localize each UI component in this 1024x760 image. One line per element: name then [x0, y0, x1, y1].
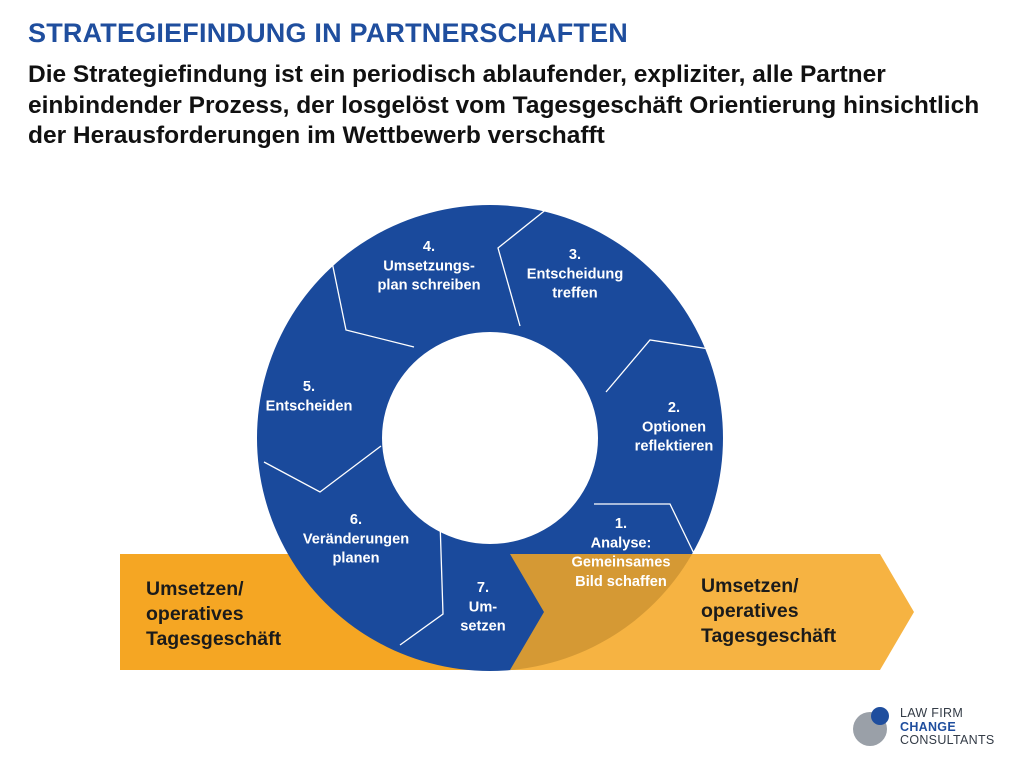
cycle-step-4-line: plan schreiben [378, 278, 481, 294]
cycle-step-3-line: 3. [569, 247, 581, 263]
cycle-step-2-label: 2. Optionen reflektieren [635, 400, 714, 455]
logo-line-2: CHANGE [900, 719, 956, 734]
logo-line-1: LAW FIRM [900, 706, 964, 720]
operations-right-line: Umsetzen/ [701, 575, 799, 597]
separator-5-6 [263, 445, 382, 493]
cycle-separators [263, 207, 717, 646]
cycle-step-2-line: Optionen [642, 419, 706, 435]
cycle-step-7-line: setzen [460, 619, 506, 635]
cycle-step-4-line: Umsetzungs- [383, 258, 475, 274]
operations-left-line: Tagesgeschäft [146, 628, 282, 650]
slide-subtitle: Die Strategiefindung ist ein periodisch … [28, 61, 980, 149]
cycle-step-1-line: Bild schaffen [575, 574, 667, 590]
separator-6-7 [399, 520, 444, 646]
logo-blue-circle-icon [871, 707, 889, 725]
cycle-step-4-line: 4. [423, 239, 435, 255]
cycle-step-7-line: 7. [477, 580, 489, 596]
slide-title: STRATEGIEFINDUNG IN PARTNERSCHAFTEN [28, 18, 628, 48]
cycle-step-5-line: Entscheiden [266, 398, 353, 414]
logo-line-3: CONSULTANTS [900, 733, 995, 747]
operations-right-line: operatives [701, 600, 799, 622]
cycle-step-6-line: planen [332, 551, 379, 567]
cycle-step-5-label: 5. Entscheiden [266, 379, 353, 414]
cycle-step-3-line: treffen [552, 286, 597, 302]
cycle-step-6-line: 6. [350, 512, 362, 528]
operations-left-line: operatives [146, 603, 244, 625]
cycle-step-5-line: 5. [303, 379, 315, 395]
operations-right-line: Tagesgeschäft [701, 625, 837, 647]
cycle-step-2-line: reflektieren [635, 439, 714, 455]
cycle-step-6-label: 6. Veränderungen planen [303, 512, 409, 567]
logo-mark [853, 707, 889, 746]
separator-3-4 [497, 207, 549, 327]
separator-1-2 [594, 503, 701, 567]
operations-left-line: Umsetzen/ [146, 578, 244, 600]
cycle-step-1-line: Gemeinsames [572, 555, 671, 571]
separator-4-5 [331, 261, 415, 348]
cycle-step-2-line: 2. [668, 400, 680, 416]
logo-wordmark: LAW FIRM CHANGE CONSULTANTS [900, 706, 995, 748]
cycle-step-3-label: 3. Entscheidung treffen [527, 247, 623, 302]
cycle-step-6-line: Veränderungen [303, 531, 409, 547]
operations-arrow-right[interactable] [510, 554, 914, 670]
cycle-step-4-label: 4. Umsetzungs-plan schreiben [378, 239, 481, 294]
cycle-step-3-line: Entscheidung [527, 266, 623, 282]
separator-2-3 [605, 339, 717, 393]
cycle-step-7-line: Um- [469, 599, 498, 615]
cycle-step-7-label: 7. Um-setzen [460, 580, 506, 635]
cycle-step-1-line: 1. [615, 516, 627, 532]
cycle-step-1-line: Analyse: [591, 535, 652, 551]
